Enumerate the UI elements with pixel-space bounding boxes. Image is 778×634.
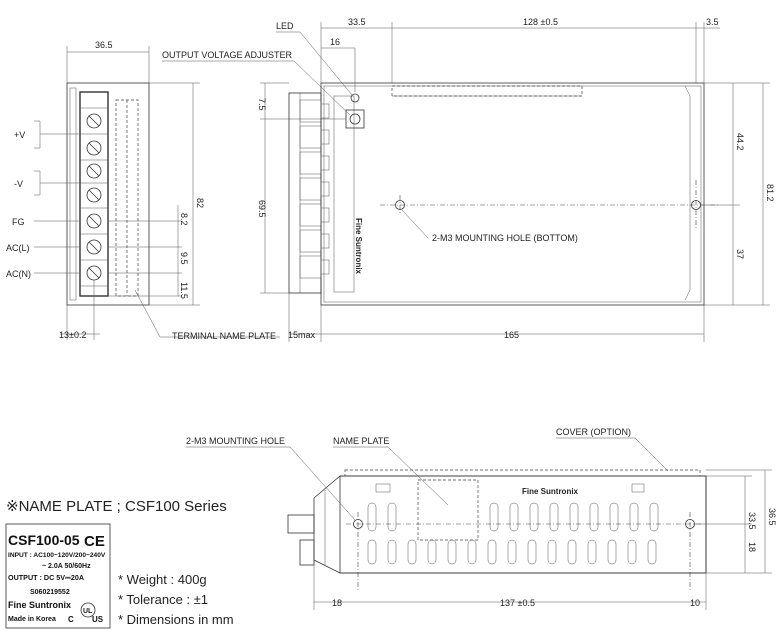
ul-mark-icon: UL	[80, 602, 96, 618]
vent-slots	[367, 502, 659, 565]
label-led: LED	[276, 21, 294, 31]
dim-pitch-115: 11.5	[179, 282, 189, 299]
nameplate-input-1: INPUT : AC100~120V/200~240V	[8, 552, 106, 559]
dim-front-height: 82	[195, 198, 205, 208]
label-mounting-hole-side: 2-M3 MOUNTING HOLE	[186, 436, 285, 446]
dim-side-10: 10	[690, 598, 700, 608]
terminal-screws	[86, 113, 102, 281]
dim-top-75: 7.5	[257, 98, 267, 111]
dim-side-365: 36.5	[767, 508, 777, 526]
dim-front-offset: 13±0.2	[59, 330, 86, 340]
nameplate-input-2: ~ 2.0A 50/60Hz	[42, 563, 91, 570]
label-voltage-adjuster: OUTPUT VOLTAGE ADJUSTER	[162, 50, 293, 60]
dim-top-812: 81.2	[765, 184, 775, 202]
dim-top-128: 128 ±0.5	[523, 17, 558, 27]
dim-top-165: 165	[504, 330, 519, 340]
dim-top-442: 44.2	[735, 133, 745, 151]
dim-top-37: 37	[735, 249, 745, 259]
dim-top-16: 16	[330, 37, 340, 47]
dim-top-35: 3.5	[706, 17, 719, 27]
nameplate-serial: S060219552	[30, 589, 70, 596]
label-terminal-name-plate: TERMINAL NAME PLATE	[172, 331, 276, 341]
nameplate-section: ※NAME PLATE ; CSF100 Series CSF100-05 CE…	[5, 498, 234, 629]
nameplate-output: OUTPUT : DC 5V⎓20A	[8, 573, 84, 582]
svg-text:UL: UL	[83, 608, 93, 615]
nameplate-box	[5, 523, 111, 629]
nameplate-ul-c: C	[68, 615, 74, 624]
terminal-label-fg: FG	[12, 217, 25, 227]
label-mounting-hole-bottom: 2-M3 MOUNTING HOLE (BOTTOM)	[432, 233, 578, 243]
dim-side-137: 137 ±0.5	[500, 598, 535, 608]
dim-pitch-82: 8.2	[179, 213, 189, 226]
label-brand-top: Fine Suntronix	[522, 487, 579, 496]
top-view: Fine Suntronix 2-M3 MOUNTING HOLE (BOTTO…	[162, 17, 775, 342]
top-terminal-cells	[299, 99, 330, 279]
terminal-label-acn: AC(N)	[6, 269, 31, 279]
nameplate-ul-us: US	[92, 615, 104, 624]
spec-tolerance: * Tolerance : ±1	[118, 592, 208, 607]
spec-weight: * Weight : 400g	[118, 572, 207, 587]
dim-pitch-95: 9.5	[179, 252, 189, 265]
nameplate-ce-mark: CE	[84, 533, 105, 550]
dim-side-18h: 18	[332, 598, 342, 608]
nameplate-made-in: Made in Korea	[8, 616, 56, 623]
front-view: +V -V FG AC(L) AC(N) 36.5 82 8.2 9.5 11.…	[6, 40, 280, 341]
nameplate-heading: ※NAME PLATE ; CSF100 Series	[6, 498, 227, 515]
dim-top-335: 33.5	[348, 17, 366, 27]
dim-side-335: 33.5	[747, 512, 757, 530]
label-brand-side: Fine Suntronix	[354, 218, 363, 275]
spec-dimensions: * Dimensions in mm	[118, 612, 234, 627]
dim-top-15max: 15max	[288, 330, 316, 340]
terminal-label-neg: -V	[14, 179, 23, 189]
dim-top-695: 69.5	[257, 200, 267, 218]
label-name-plate: NAME PLATE	[333, 436, 389, 446]
nameplate-model: CSF100-05	[8, 532, 80, 548]
terminal-label-pos: +V	[14, 130, 25, 140]
label-cover-option: COVER (OPTION)	[556, 427, 631, 437]
dim-front-width: 36.5	[95, 40, 113, 50]
side-view: Fine Suntronix	[186, 427, 777, 610]
nameplate-brand: Fine Suntronix	[8, 600, 71, 610]
dim-side-18v: 18	[747, 542, 757, 552]
terminal-label-acl: AC(L)	[6, 243, 30, 253]
